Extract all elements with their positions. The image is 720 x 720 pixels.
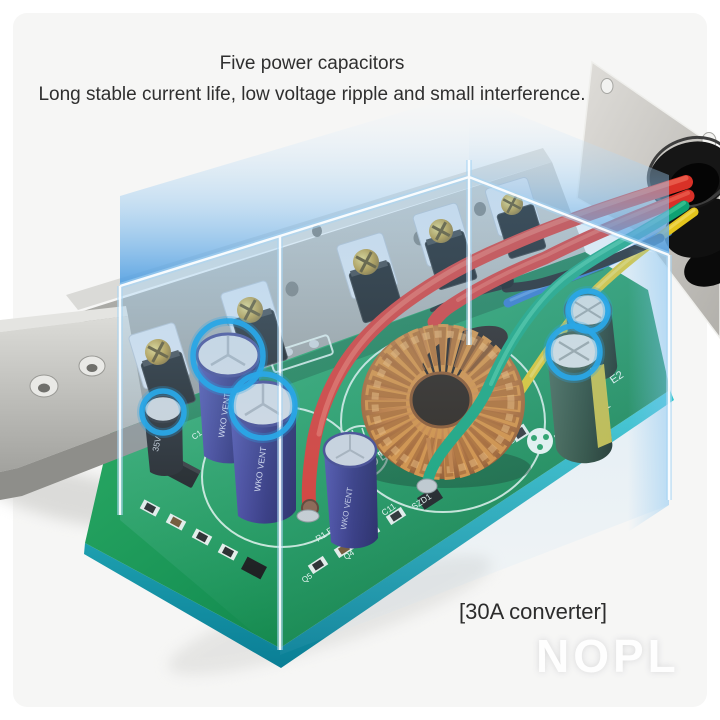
bracket-hole [29, 374, 59, 398]
highlight-circle [228, 371, 298, 441]
highlight-circle [545, 323, 603, 381]
bracket-face [0, 316, 146, 472]
subheadline: Long stable current life, low voltage ri… [38, 84, 586, 105]
headline: Five power capacitors [219, 53, 405, 74]
bracket-front-lip [0, 420, 150, 500]
mounting-bracket-left [0, 306, 150, 500]
box-left-face [120, 236, 280, 655]
plate-hole [600, 78, 614, 94]
highlight-circle [190, 318, 266, 394]
watermark: NOPL [536, 630, 680, 682]
bracket-hole [78, 355, 106, 377]
bracket-top-bevel [0, 306, 128, 332]
caption: [30A converter] [459, 599, 607, 624]
box-edges [118, 160, 671, 650]
highlight-circles [137, 286, 613, 443]
highlight-circle [139, 388, 187, 436]
